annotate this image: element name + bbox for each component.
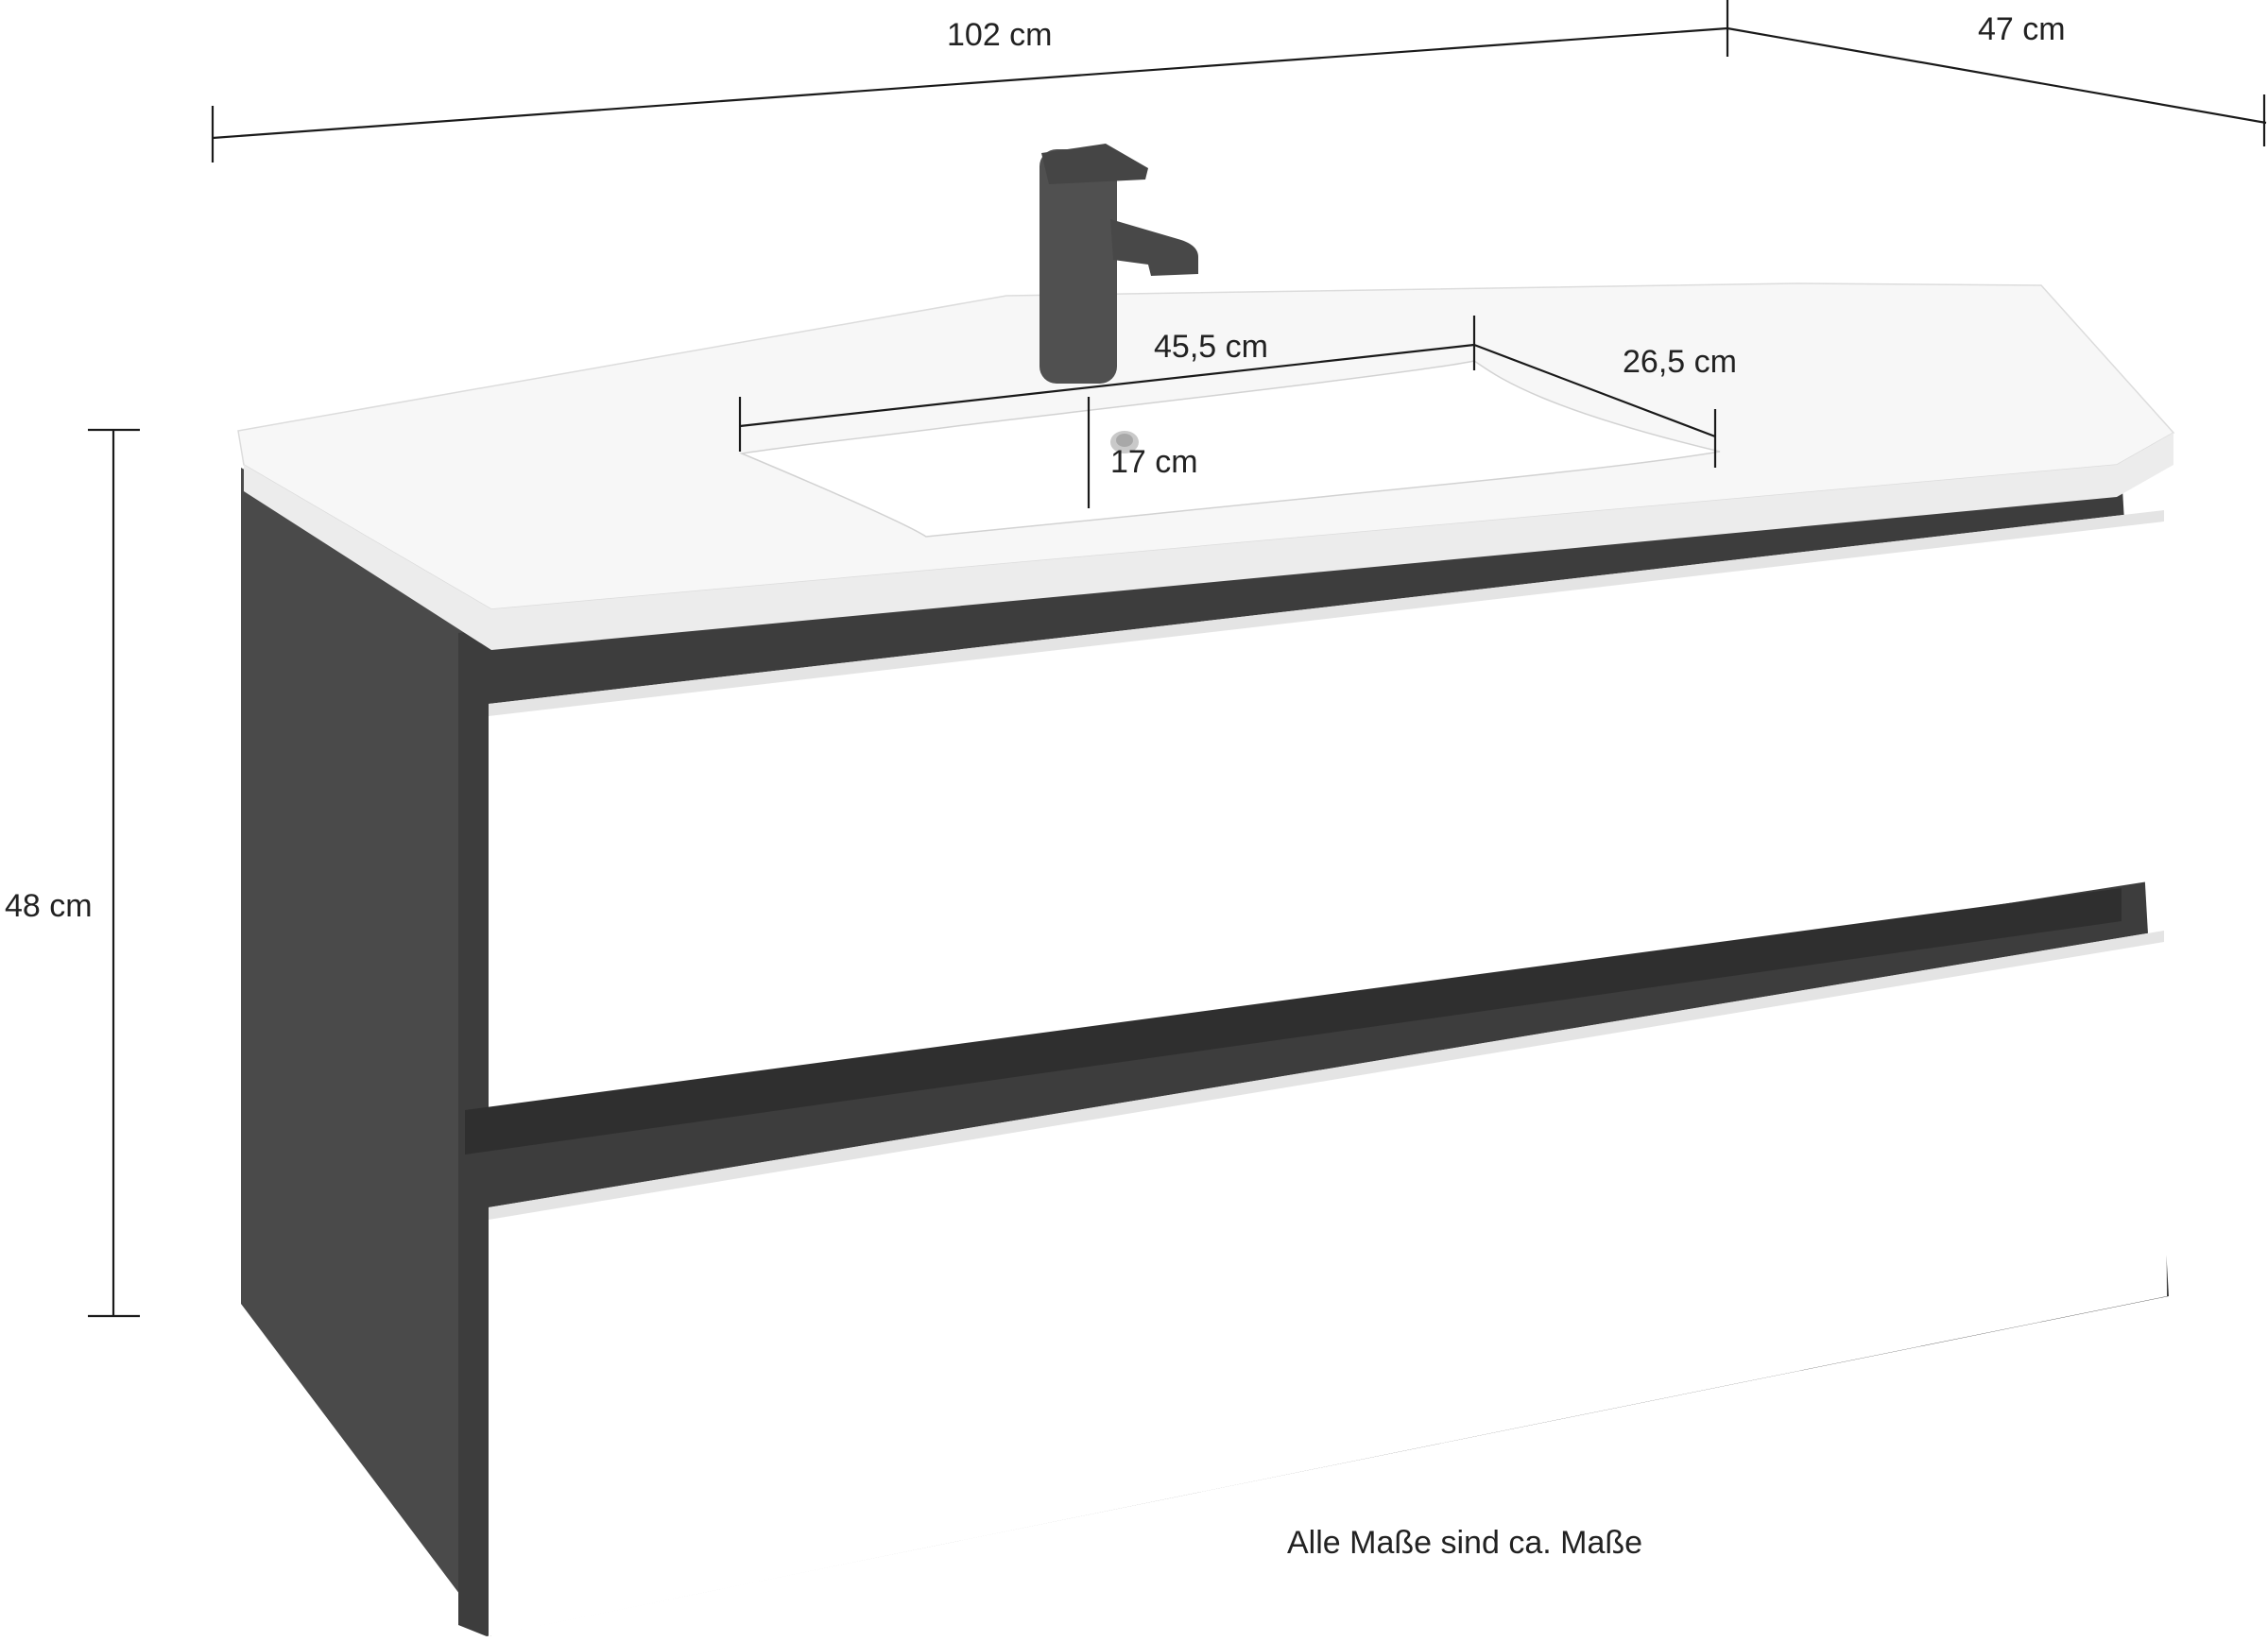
faucet-body [1040, 149, 1117, 384]
bottom-drawer-edge [489, 931, 2164, 1220]
bottom-drawer-front [489, 931, 2167, 1636]
height-label: 48 cm [5, 888, 93, 924]
basin-depth-dimension-line [1473, 343, 1716, 438]
width-dimension-line [212, 26, 1728, 140]
top-drawer-edge [489, 510, 2164, 716]
faucet-spout [1110, 219, 1198, 276]
cabinet-side-panel [241, 468, 491, 1636]
basin-bowl [739, 360, 1721, 538]
basin-front-edge [244, 433, 2174, 650]
basin-width-dimension-line [739, 343, 1475, 428]
width-label: 102 cm [947, 17, 1053, 53]
basin-width-label: 45,5 cm [1154, 329, 1268, 365]
vanity-cabinet [241, 468, 2169, 1636]
depth-dimension-line [1727, 26, 2267, 125]
faucet [1040, 144, 1198, 384]
basin-depth-label: 26,5 cm [1623, 344, 1737, 380]
dimension-lines [88, 0, 2267, 1318]
basin-height-label: 17 cm [1110, 444, 1198, 480]
depth-label: 47 cm [1978, 11, 2066, 47]
washbasin [237, 282, 2175, 650]
drawer-grip-recess [465, 888, 2122, 1155]
drain-hole-inner [1116, 434, 1133, 447]
dimension-labels: 102 cm 47 cm 48 cm 45,5 cm 26,5 cm 17 cm [5, 11, 2066, 924]
faucet-lever [1041, 144, 1148, 184]
approximate-dimensions-note: Alle Maße sind ca. Maße [1287, 1525, 1642, 1561]
